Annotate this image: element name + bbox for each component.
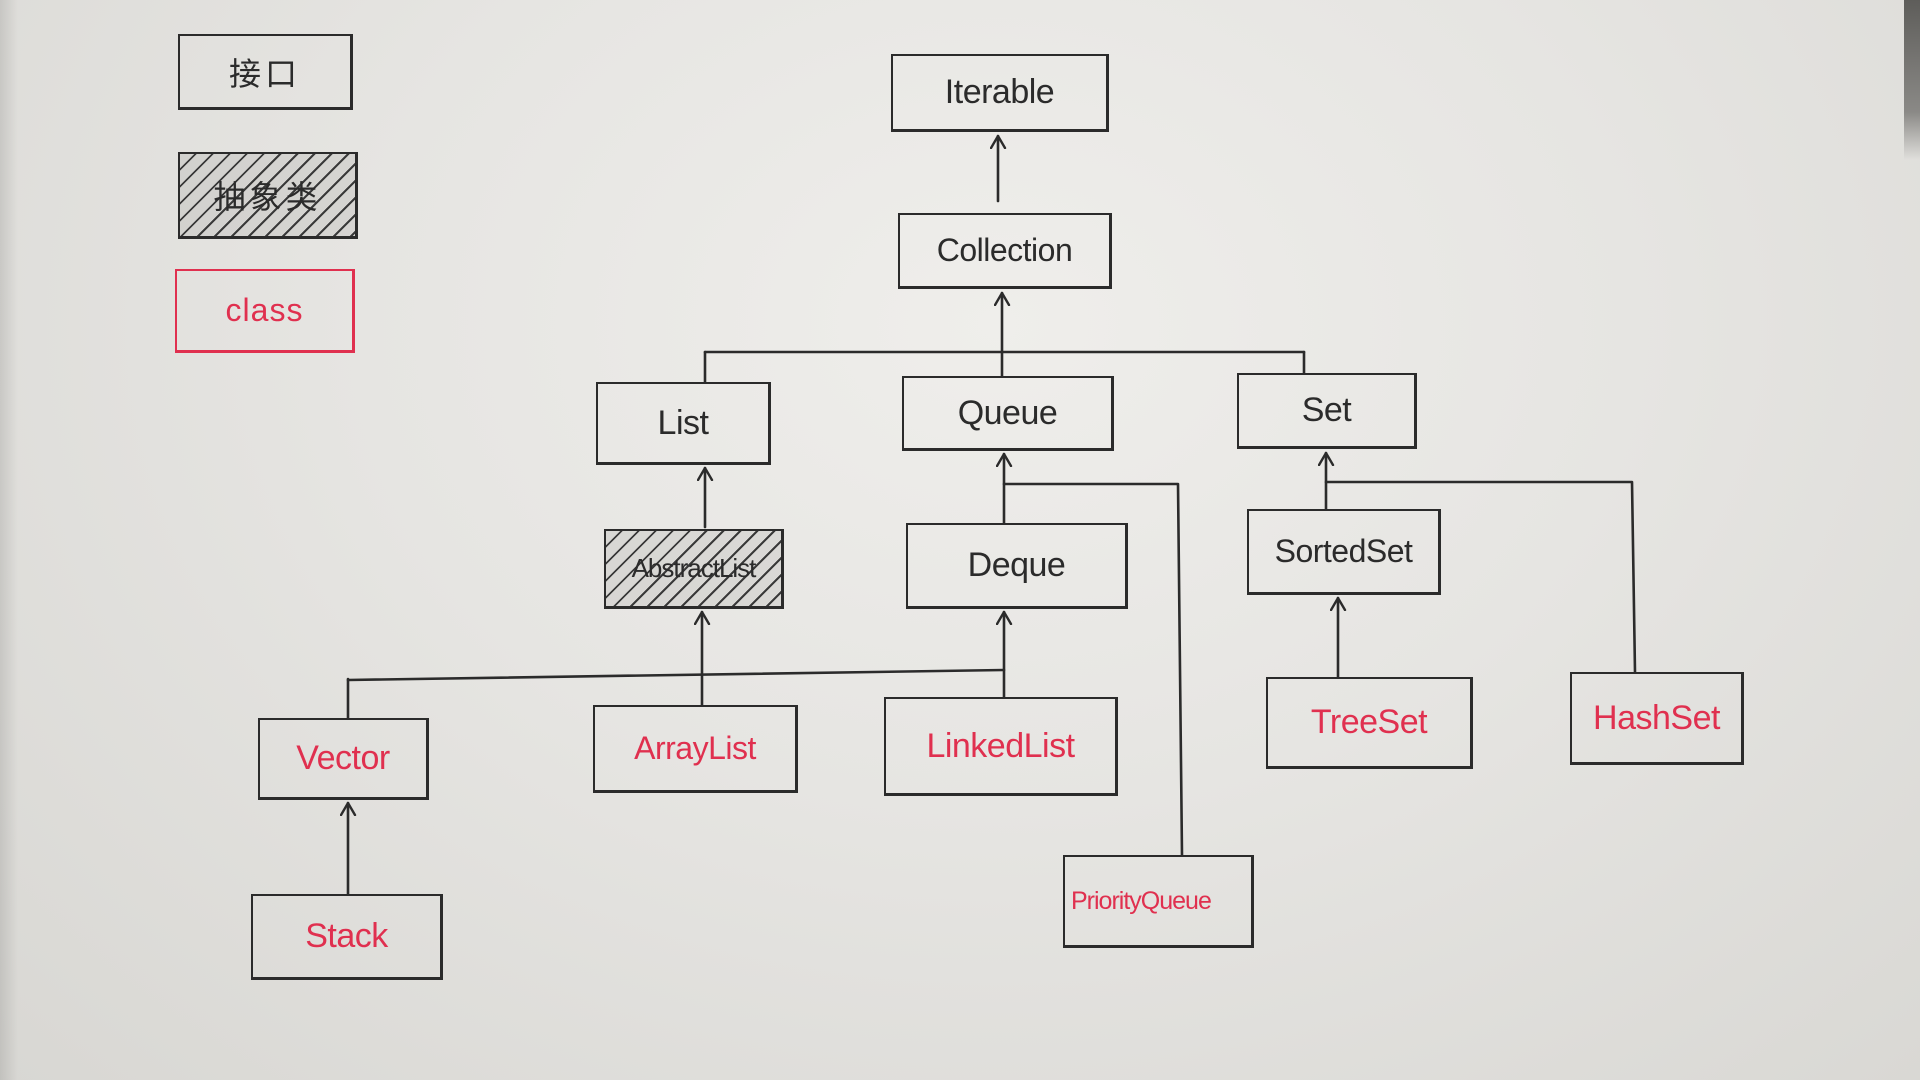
node-iterable-label: Iterable: [944, 73, 1055, 111]
node-collection-label: Collection: [936, 232, 1073, 268]
node-arraylist: ArrayList: [593, 705, 798, 793]
node-sortedset: SortedSet: [1247, 509, 1441, 595]
node-queue: Queue: [902, 376, 1114, 451]
node-stack-label: Stack: [305, 917, 388, 955]
node-iterable: Iterable: [891, 54, 1109, 132]
node-queue-label: Queue: [957, 393, 1058, 432]
legend-abstract-label: 抽象类: [213, 179, 322, 215]
node-sortedset-label: SortedSet: [1274, 533, 1413, 569]
node-linkedlist-label: LinkedList: [926, 726, 1075, 765]
hashset-branch-line: [1324, 480, 1637, 674]
node-collection: Collection: [898, 213, 1112, 289]
node-treeset: TreeSet: [1266, 677, 1473, 769]
legend-abstract-box: 抽象类: [178, 152, 358, 239]
node-hashset: HashSet: [1570, 672, 1744, 765]
legend-interface-box: 接口: [178, 34, 353, 110]
node-list-label: List: [657, 403, 709, 442]
node-priorityqueue: PriorityQueue: [1063, 855, 1254, 948]
node-abstractlist-label: AbstractList: [631, 553, 757, 583]
node-treeset-label: TreeSet: [1310, 703, 1428, 741]
table-edge: [1904, 0, 1920, 160]
node-arraylist-label: ArrayList: [634, 730, 756, 766]
node-vector: Vector: [258, 718, 429, 800]
legend-class-label: class: [225, 292, 304, 328]
node-priorityqueue-label: PriorityQueue: [1071, 886, 1212, 915]
node-set: Set: [1237, 373, 1417, 449]
node-hashset-label: HashSet: [1593, 698, 1720, 737]
bottom-bus-line: [346, 668, 1006, 682]
node-stack: Stack: [251, 894, 443, 980]
node-linkedlist: LinkedList: [884, 697, 1118, 796]
legend-class-box: class: [175, 269, 355, 353]
node-set-label: Set: [1301, 391, 1352, 429]
node-deque: Deque: [906, 523, 1128, 609]
node-deque-label: Deque: [967, 546, 1066, 584]
node-abstractlist: AbstractList: [604, 529, 784, 609]
legend-interface-label: 接口: [228, 55, 301, 92]
node-list: List: [596, 382, 771, 465]
node-vector-label: Vector: [296, 739, 390, 777]
priorityqueue-branch-line: [1002, 482, 1184, 857]
